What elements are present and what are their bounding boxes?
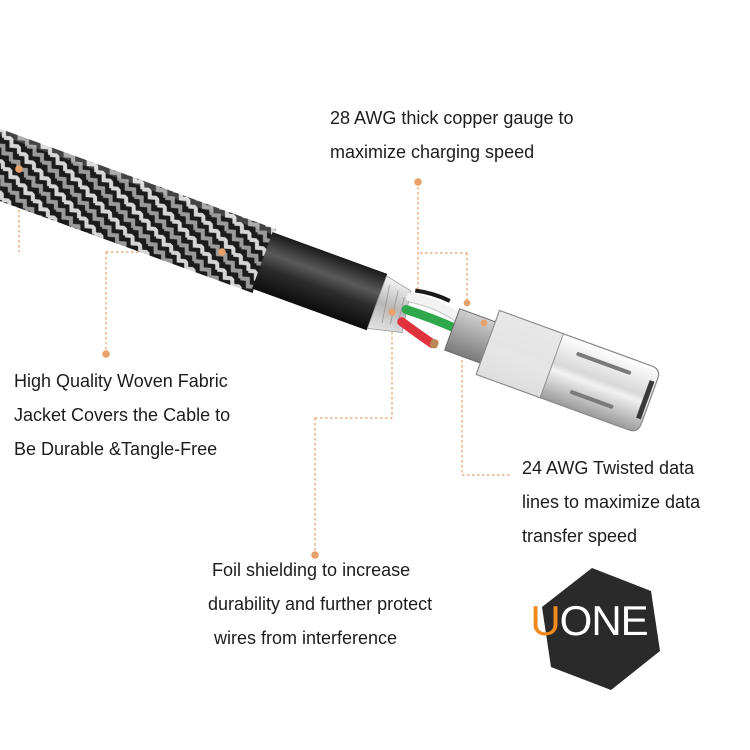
jacket-edge-highlight [0, 109, 276, 235]
callout-foil-line-1: Foil shielding to increase [212, 560, 411, 580]
callout-copper-gauge: 28 AWG thick copper gauge to maximize ch… [330, 101, 573, 169]
uone-logo-badge [542, 568, 660, 690]
plug-mouth [636, 380, 655, 420]
dot-wire-1 [463, 299, 471, 307]
dot-fabric-jacket-2 [218, 248, 226, 256]
leader-dots [15, 165, 488, 559]
callout-foil-line-3: wires from interference [214, 628, 398, 648]
dot-foil-label [311, 551, 319, 559]
micro-usb-cable [0, 109, 660, 432]
wire-white [406, 292, 462, 321]
dot-copper [414, 178, 422, 186]
callout-data-line-1: 24 AWG Twisted data [522, 458, 695, 478]
plug-shell-step [475, 309, 565, 399]
logo-letter-u: U [530, 597, 560, 644]
wire-red [397, 317, 437, 348]
dot-fabric-jacket-1 [15, 165, 23, 173]
rubber-sleeve [252, 232, 388, 331]
callout-twisted-data-lines: 24 AWG Twisted data lines to maximize da… [522, 451, 700, 553]
dot-fabric-label [102, 350, 110, 358]
callout-foil-line-2: durability and further protect [208, 594, 433, 614]
micro-usb-plug [443, 308, 660, 432]
wire-black [414, 288, 451, 303]
callout-copper-line-2: maximize charging speed [330, 142, 535, 162]
callout-fabric-line-1: High Quality Woven Fabric [14, 371, 228, 391]
dot-foil-shield [388, 308, 396, 316]
callout-copper-line-1: 28 AWG thick copper gauge to [330, 108, 574, 128]
callout-woven-fabric: High Quality Woven Fabric Jacket Covers … [14, 364, 230, 466]
plug-slot-2 [569, 390, 614, 409]
wire-white-outline [408, 301, 456, 322]
uone-logo: UONE [519, 600, 659, 642]
plug-slot-1 [576, 352, 632, 375]
callout-data-line-2: lines to maximize data [522, 492, 701, 512]
callout-data-line-3: transfer speed [522, 526, 638, 546]
braided-jacket [0, 109, 276, 294]
callout-fabric-line-2: Jacket Covers the Cable to [14, 405, 231, 425]
callout-fabric-line-3: Be Durable &Tangle-Free [14, 439, 218, 459]
logo-letters-one: ONE [559, 597, 649, 644]
dot-wire-2 [480, 319, 488, 327]
wire-tip-red [429, 338, 439, 349]
callout-foil-shielding: Foil shielding to increase durability an… [208, 553, 432, 655]
